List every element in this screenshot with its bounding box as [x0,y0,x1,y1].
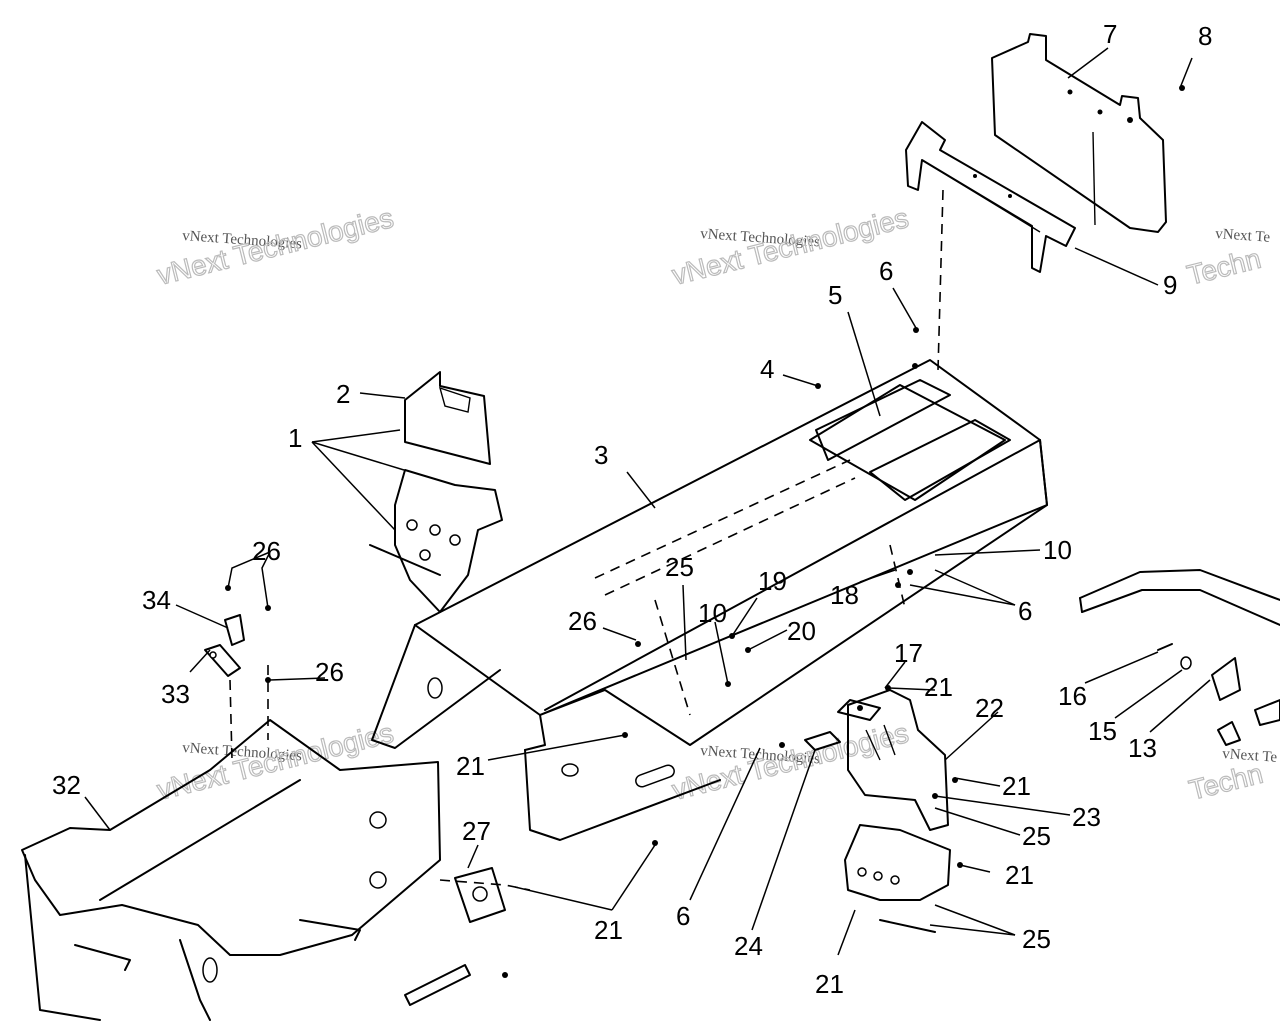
callout-27: 27 [462,816,491,846]
part-13-bracket [1211,657,1241,701]
callout-25: 25 [665,552,694,582]
watermark-outline-text: vNext Technologies [669,202,912,291]
callout-10: 10 [698,598,727,628]
watermark-text: vNext Te [1215,226,1271,246]
part-33-mount [204,644,271,761]
callout-7: 7 [1103,19,1117,49]
part-7-flap [991,33,1167,233]
watermark-outline-text: vNext Technologies [669,717,912,806]
part-32-front-frame [21,719,441,1021]
callout-labels: 7 8 9 6 5 4 2 1 3 10 6 18 19 20 25 10 26… [52,19,1212,999]
callout-21: 21 [594,915,623,945]
watermark-lower-center: vNext Technologies vNext Technologies [668,717,912,807]
callout-2: 2 [336,379,350,409]
callout-8: 8 [1198,21,1212,51]
part-1-bracket [369,469,503,613]
callout-21: 21 [1005,860,1034,890]
callout-23: 25 [1022,924,1051,954]
callout-26: 26 [252,536,281,566]
part-15-bolt [1157,643,1173,651]
callout-21: 21 [1002,771,1031,801]
watermark-lower-right: vNext Te Techn [1185,746,1278,806]
callout-33: 33 [161,679,190,709]
watermark-left: vNext Technologies vNext Technologies [153,202,397,292]
callout-3: 3 [594,440,608,470]
callout-5: 5 [828,280,842,310]
part-right-mount [1217,699,1280,746]
callout-34: 34 [142,585,171,615]
watermark-outline-text: vNext Technologies [154,202,397,291]
callout-4: 4 [760,354,774,384]
callout-21: 21 [456,751,485,781]
callout-16: 18 [830,580,859,610]
callout-22: 23 [1072,802,1101,832]
part-34-clip [224,585,271,646]
callout-13: 13 [1128,733,1157,763]
callout-18: 20 [787,616,816,646]
watermark-outline-text: vNext Technologies [154,717,397,806]
callout-6: 6 [1018,596,1032,626]
callout-17: 19 [758,566,787,596]
part-3-tunnel [371,359,1048,841]
callout-6: 6 [676,901,690,931]
part-24-link [804,731,841,751]
part-9-bracket [905,121,1076,371]
watermark-text: vNext Te [1222,746,1278,766]
callout-21: 21 [815,969,844,999]
part-27-plate [439,867,531,923]
part-2-bracket [404,371,491,465]
watermark-right: vNext Te Techn [1183,226,1271,291]
part-14-washer [1180,656,1192,670]
callout-20: 22 [975,693,1004,723]
part-ski-rail [1079,569,1280,626]
callout-26: 26 [315,657,344,687]
callout-6: 6 [879,256,893,286]
callout-23: 25 [1022,821,1051,851]
leader-lines [84,47,1211,956]
part-19-bracket [837,699,881,721]
callout-1: 1 [288,423,302,453]
part-20-bracket [847,689,949,831]
part-23-bracket [844,824,951,933]
callout-26: 26 [568,606,597,636]
callout-15: 16 [1058,681,1087,711]
watermark-lower-left: vNext Technologies vNext Technologies [153,717,397,807]
watermark-center: vNext Technologies vNext Technologies [668,202,912,292]
part-bottom-bracket [404,964,508,1006]
hardware-points [622,85,1185,868]
callout-32: 32 [52,770,81,800]
callout-10: 10 [1043,535,1072,565]
watermark-outline-text: Techn [1184,243,1264,291]
callout-14: 15 [1088,716,1117,746]
callout-19: 17 [894,638,923,668]
watermark-outline-text: Techn [1186,758,1266,806]
callout-21: 21 [924,672,953,702]
callout-24: 24 [734,931,763,961]
callout-9: 9 [1163,270,1177,300]
